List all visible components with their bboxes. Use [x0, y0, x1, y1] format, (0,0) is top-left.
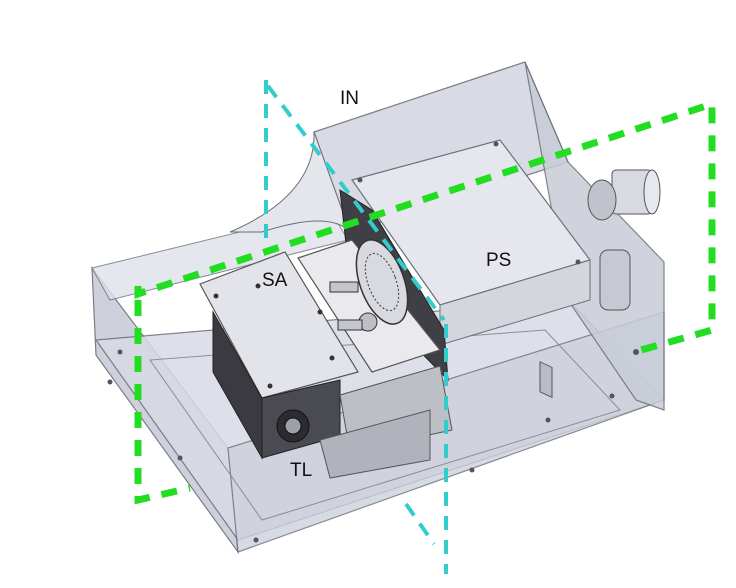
- translation-stage: [199, 251, 453, 479]
- label-sa: SA: [262, 270, 288, 291]
- label-ps: PS: [486, 250, 511, 271]
- cyan-section-plane: [264, 80, 448, 574]
- green-section-plane: [134, 99, 716, 505]
- upper-housing: [229, 61, 665, 411]
- label-tl: TL: [290, 460, 312, 481]
- sample-assembly: [297, 189, 449, 382]
- label-in: IN: [340, 88, 359, 109]
